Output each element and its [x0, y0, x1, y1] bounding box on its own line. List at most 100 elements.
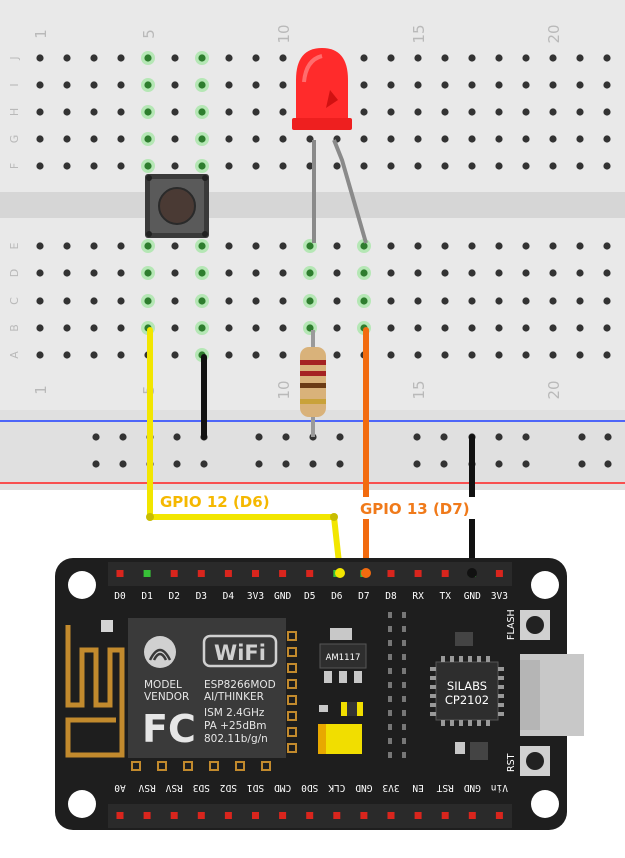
breadboard-hole	[198, 242, 206, 250]
row-letter-bottom: A	[8, 351, 21, 359]
breadboard-hole	[144, 108, 152, 116]
breadboard-hole	[279, 269, 287, 277]
breadboard-hole	[522, 324, 530, 332]
pin-label-top: 3V3	[247, 591, 264, 602]
red-led	[292, 48, 368, 244]
header-pin	[441, 570, 449, 577]
mounting-hole	[68, 790, 96, 818]
breadboard-hole	[441, 162, 449, 170]
header-pin	[116, 570, 124, 577]
wifi-badge	[202, 634, 278, 668]
breadboard-hole	[117, 81, 125, 89]
breadboard-hole	[198, 108, 206, 116]
pin-label-bottom: CLK	[328, 782, 345, 793]
row-letter-top: J	[8, 56, 21, 60]
breadboard-hole	[306, 242, 314, 250]
breadboard-hole	[333, 297, 341, 305]
breadboard-hole	[387, 351, 395, 359]
breadboard-hole	[549, 269, 557, 277]
breadboard-hole	[387, 81, 395, 89]
breadboard-hole	[252, 81, 260, 89]
breadboard-hole	[144, 242, 152, 250]
strip-pad	[402, 738, 406, 744]
breadboard-hole	[198, 135, 206, 143]
fcc-logo: FC	[142, 707, 196, 751]
pin-label-bottom: SD0	[301, 782, 318, 793]
breadboard-hole	[414, 81, 422, 89]
pin-label-top: D2	[168, 591, 179, 602]
breadboard-hole	[117, 242, 125, 250]
rail-hole	[413, 433, 421, 441]
breadboard-hole	[576, 81, 584, 89]
breadboard-hole	[522, 242, 530, 250]
mounting-hole	[531, 571, 559, 599]
breadboard-hole	[225, 108, 233, 116]
breadboard-hole	[549, 108, 557, 116]
breadboard-hole	[441, 324, 449, 332]
gpio13-label: GPIO 13 (D7)	[360, 500, 470, 518]
chip-pin	[498, 685, 504, 689]
breadboard-hole	[63, 242, 71, 250]
chip-pin	[430, 712, 436, 716]
breadboard-hole	[414, 242, 422, 250]
breadboard-hole	[333, 162, 341, 170]
breadboard-hole	[90, 242, 98, 250]
castellation-pad	[287, 711, 297, 721]
pin-label-bottom: SD1	[247, 782, 264, 793]
breadboard-hole	[549, 351, 557, 359]
breadboard-hole	[468, 135, 476, 143]
header-pin	[252, 570, 259, 577]
module-ism: ISM 2.4GHz	[204, 707, 265, 719]
breadboard-hole	[252, 162, 260, 170]
breadboard-hole	[63, 297, 71, 305]
row-letter-bottom: B	[8, 324, 21, 332]
breadboard-hole	[441, 54, 449, 62]
breadboard-hole	[90, 297, 98, 305]
chip-pin	[498, 712, 504, 716]
breadboard-hole	[279, 81, 287, 89]
breadboard-hole	[90, 54, 98, 62]
chip-pin	[441, 656, 445, 662]
strip-pad	[402, 696, 406, 702]
chip-pin	[459, 720, 463, 726]
gpio13-label-bg	[356, 497, 476, 519]
rail-hole	[495, 433, 503, 441]
castellation-pad	[287, 695, 297, 705]
module-vendor-value: AI/THINKER	[204, 691, 264, 703]
rail-hole	[119, 460, 127, 468]
breadboard-hole	[63, 351, 71, 359]
breadboard-hole	[387, 108, 395, 116]
gpio12-label: GPIO 12 (D6)	[160, 493, 270, 511]
breadboard-hole	[441, 135, 449, 143]
breadboard-hole	[468, 269, 476, 277]
chip-pin	[450, 720, 454, 726]
breadboard-hole	[117, 162, 125, 170]
breadboard-hole	[522, 81, 530, 89]
breadboard-hole	[198, 81, 206, 89]
rail-hole	[440, 433, 448, 441]
row-letter-bottom: C	[8, 297, 21, 305]
breadboard-hole	[117, 297, 125, 305]
breadboard-hole	[279, 162, 287, 170]
chip-pin	[498, 667, 504, 671]
wifi-arc	[148, 648, 172, 661]
breadboard-hole	[225, 81, 233, 89]
castellation-pad	[209, 761, 219, 771]
strip-pad	[402, 724, 406, 730]
breadboard-hole	[360, 135, 368, 143]
header-pin	[387, 570, 395, 577]
breadboard-hole	[576, 135, 584, 143]
strip-pad	[388, 710, 392, 716]
breadboard-hole	[225, 297, 233, 305]
breadboard-hole	[63, 162, 71, 170]
castellation-pad	[287, 743, 297, 753]
header-pin	[143, 812, 151, 819]
breadboard-hole	[252, 54, 260, 62]
wire-bend	[330, 513, 338, 521]
castellation-pad	[235, 761, 245, 771]
pin-label-bottom: GND	[355, 782, 372, 793]
rail-hole	[255, 460, 263, 468]
breadboard-hole	[306, 135, 314, 143]
rail-hole	[92, 433, 100, 441]
